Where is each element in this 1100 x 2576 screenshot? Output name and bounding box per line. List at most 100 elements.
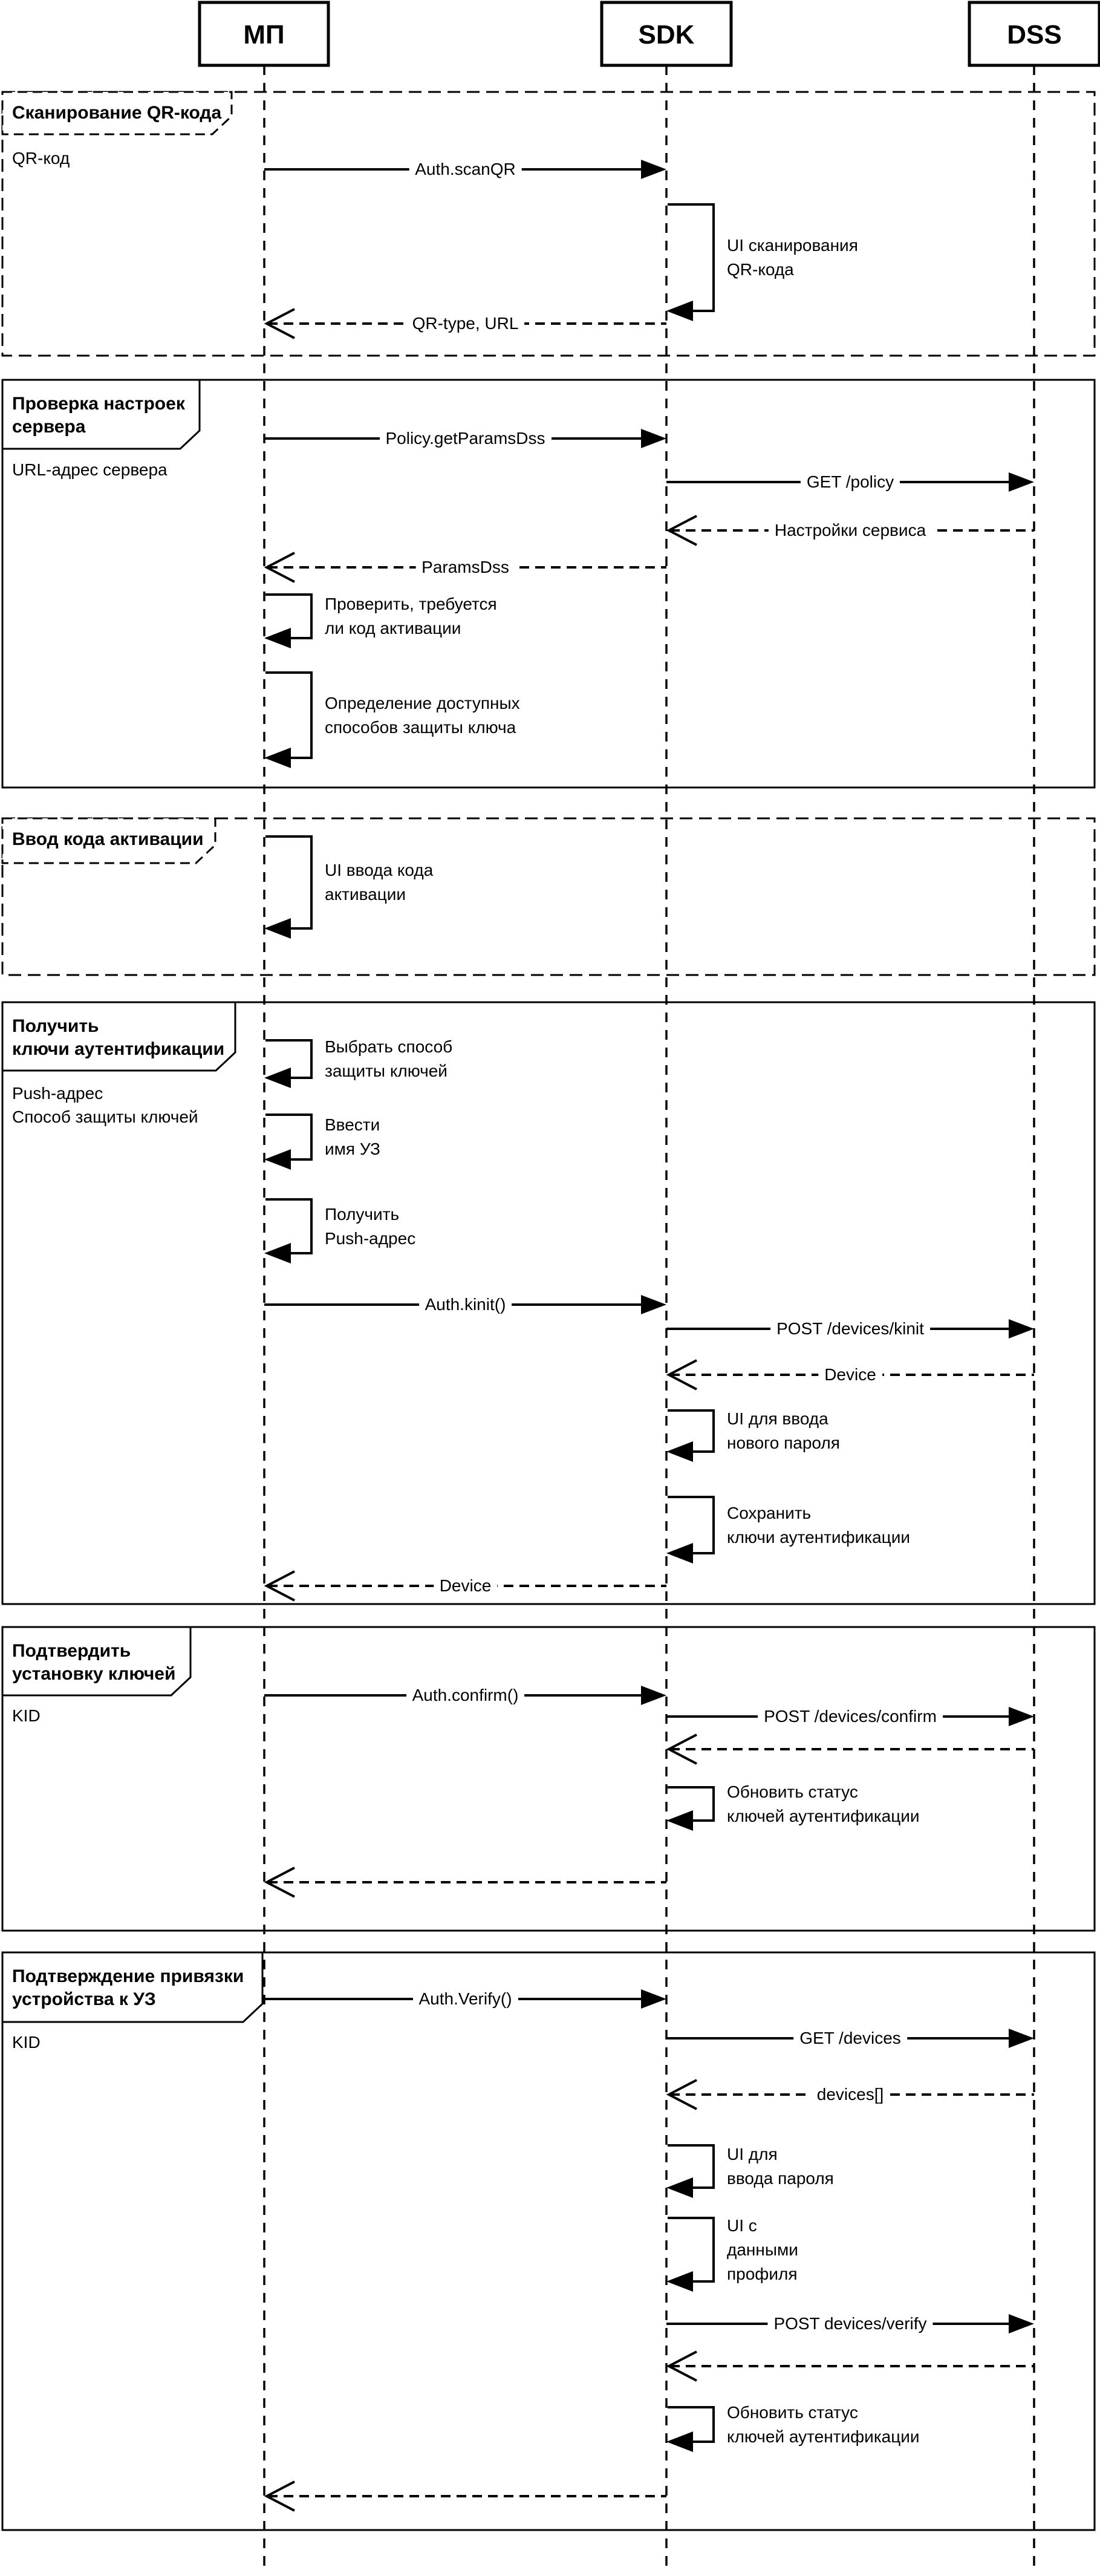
call-arrowhead-icon [641,1989,666,2009]
frame-param: Способ защиты ключей [12,1107,198,1126]
frame-param: Push-адрес [12,1084,103,1103]
message-label: POST devices/verify [767,2314,933,2333]
self-message-text-line: Push-адрес [325,1228,416,1248]
self-message-text-line: UI сканирования [727,236,858,255]
self-message-text-line: Выбрать способ [325,1037,453,1056]
call-arrowhead-icon [641,160,666,179]
frame-title: установку ключей [12,1664,176,1684]
self-message-text-line: способов защиты ключа [325,717,516,737]
return-arrowhead-icon [264,552,295,583]
self-loop-line [668,203,715,312]
message-label: POST /devices/confirm [758,1707,943,1726]
frame-border [1,91,1096,357]
self-message-text-line: Обновить статус [727,1782,858,1801]
self-message-text-line: активации [325,885,406,904]
self-arrowhead-icon [264,918,291,939]
frame-label-shape [1,91,233,135]
self-message-text-line: ключи аутентификации [727,1527,910,1547]
call-arrowhead-icon [641,429,666,448]
frame-param: QR-код [12,149,70,168]
frame-label-shape [1,1001,236,1072]
message-label: Auth.scanQR [409,160,522,179]
self-arrowhead-icon [666,2271,693,2292]
frame-label-shape [1,817,216,864]
self-loop-line [668,2144,715,2189]
self-loop-line [265,1198,313,1254]
self-loop-line [265,1114,313,1161]
self-message-text-line: ключей аутентификации [727,1806,920,1825]
frame-title: сервера [12,417,86,437]
return-arrowhead-icon [666,1359,697,1391]
self-loop-line [265,671,313,759]
actor-label: SDK [638,20,695,50]
self-loop-line [668,1786,715,1822]
return-arrowhead-icon [264,1867,295,1898]
self-arrowhead-icon [666,2431,693,2452]
self-arrowhead-icon [666,1810,693,1831]
self-message-text-line: UI ввода кода [325,861,434,879]
message-label: QR-type, URL [406,314,525,333]
frame-border [1,817,1096,976]
self-message-text-line: Ввести [325,1115,380,1134]
frame-border [1,1951,1096,2531]
frame-title: Проверка настроек [12,394,185,414]
self-message-text-line: Определение доступных [325,693,520,712]
call-arrowhead-icon [1009,2314,1034,2333]
message-label: Device [433,1576,498,1596]
self-message-text-line: UI с [727,2216,757,2235]
self-message-text-line: нового пароля [727,1433,840,1452]
self-arrowhead-icon [666,1441,693,1462]
call-arrowhead-icon [641,1686,666,1705]
self-loop-line [265,835,313,930]
frame-border [1,379,1096,789]
frame-label-shape [1,1951,264,2023]
message-label: GET /policy [800,472,900,492]
frame-param: KID [12,1706,41,1725]
self-arrowhead-icon [666,1543,693,1564]
self-message-text-line: Проверить, требуется [325,595,497,613]
return-arrowhead-icon [264,308,295,339]
frame-label-shape [1,1626,192,1697]
call-arrowhead-icon [1009,1319,1034,1339]
message-label: Policy.getParamsDss [379,429,552,448]
self-message-text-line: ввода пароля [727,2169,834,2188]
self-message-text-line: профиля [727,2264,798,2283]
self-loop-line [668,1409,715,1453]
frame-title: устройства к УЗ [12,1989,156,2009]
self-message-text-line: Обновить статус [727,2402,858,2422]
self-arrowhead-icon [666,301,693,321]
actor-box [600,1,733,67]
self-message-text-line: ключей аутентификации [727,2427,920,2446]
message-label: GET /devices [793,2029,907,2048]
frame-title: Подтверждение привязки [12,1966,244,1986]
return-arrowhead-icon [666,2350,697,2382]
frame-label-shape [1,379,201,450]
self-loop-line [265,1039,313,1079]
self-arrowhead-icon [264,1068,291,1088]
return-arrowhead-icon [666,1733,697,1765]
self-arrowhead-icon [264,1243,291,1264]
message-label: Auth.Verify() [412,1989,518,2009]
message-label: devices[] [810,2085,890,2104]
self-message-text-line: имя УЗ [325,1140,380,1158]
frame-title: Ввод кода активации [12,829,204,849]
self-message-text-line: ли код активации [325,619,461,637]
return-arrowhead-icon [264,2480,295,2512]
self-arrowhead-icon [264,628,291,648]
frame-title: Получить [12,1016,99,1036]
self-message-text-line: UI для [727,2145,778,2164]
self-message-text-line: UI для ввода [727,1409,828,1428]
frame-title: Подтвердить [12,1641,131,1661]
frame-title: ключи аутентификации [12,1039,225,1059]
self-message-text-line: данными [727,2240,798,2259]
self-arrowhead-icon [666,2177,693,2198]
frame-title: Сканирование QR-кода [12,103,222,123]
self-arrowhead-icon [264,1149,291,1170]
return-arrowhead-icon [666,2079,697,2110]
actor-label: DSS [1007,20,1062,50]
call-arrowhead-icon [641,1295,666,1314]
message-label: Настройки сервиса [768,521,932,540]
message-label: Auth.kinit() [418,1295,512,1314]
frame-border [1,1001,1096,1605]
